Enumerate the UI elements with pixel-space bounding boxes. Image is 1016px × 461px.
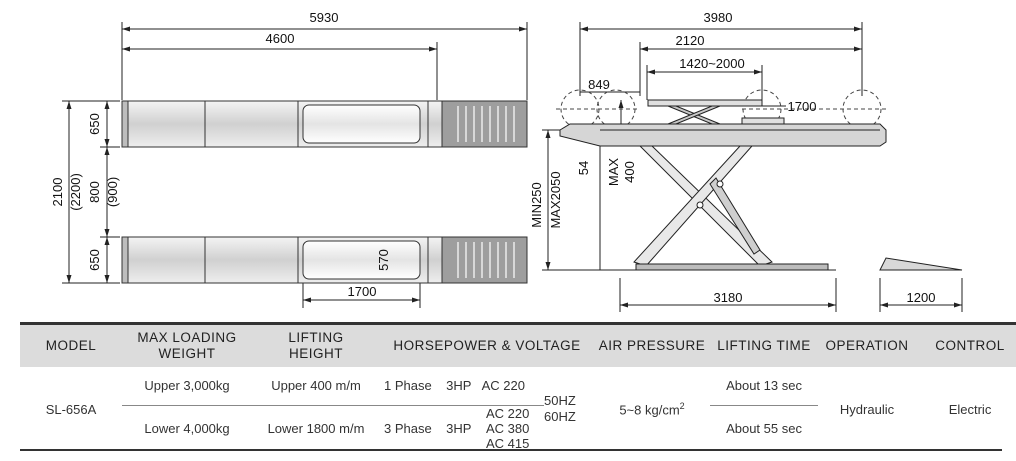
dim-side-total-length: 3980 [704, 10, 733, 25]
header-operation: OPERATION [818, 322, 917, 367]
cell-phase3: 3 Phase 3HP [380, 405, 486, 451]
air-pressure-value: 5~8 kg/cm [619, 402, 680, 418]
technical-drawing: 5930 4600 2100 (2200) 800 (900) 650 650 … [50, 10, 963, 312]
cell-control: Electric [948, 401, 992, 417]
freq-60hz: 60HZ [544, 409, 576, 424]
spec-row-upper: SL-656A Upper 3,000kg Upper 400 m/m 1 Ph… [20, 367, 1016, 424]
cell-upper-weight: Upper 3,000kg [122, 367, 252, 406]
dim-ramp-length: 1200 [907, 290, 936, 305]
dim-platform-width-bottom: 650 [87, 249, 102, 271]
side-platform [559, 99, 887, 271]
side-view-dimension-lines [547, 28, 862, 306]
phase1-hp: 3HP [446, 378, 472, 394]
ramp-arrows [880, 302, 962, 308]
header-model: MODEL [20, 322, 122, 367]
header-control: CONTROL [916, 322, 1016, 367]
upper-platform [121, 100, 528, 148]
header-air-pressure: AIR PRESSURE [594, 322, 711, 367]
dim-wheelbase: 1420~2000 [679, 56, 744, 71]
vehicle-wheels [556, 89, 886, 129]
dim-wheel-offset: 849 [588, 77, 610, 92]
lower-platform [121, 236, 528, 284]
dim-pad-length: 1700 [348, 284, 377, 299]
phase3-voltage-415: AC 415 [486, 435, 530, 451]
air-pressure-exponent: 2 [679, 400, 685, 411]
dim-gap: 800 [87, 181, 102, 203]
table-bottom-rule [20, 449, 1002, 451]
phase3-voltage-380: AC 380 [486, 420, 530, 436]
dim-width-total: 2100 [50, 178, 65, 207]
header-lifting-time: LIFTING TIME [710, 322, 819, 367]
cell-lower-weight: Lower 4,000kg [144, 420, 230, 436]
dim-platform-width-top: 650 [87, 113, 102, 135]
dim-total-length: 5930 [310, 10, 339, 25]
dim-base-length: 3180 [714, 290, 743, 305]
ramp-view [879, 257, 963, 312]
cell-phase3-voltages: AC 220 AC 380 AC 415 [486, 405, 544, 451]
freq-50hz: 50HZ [544, 393, 576, 408]
cell-frequency: 50HZ 60HZ [544, 367, 594, 451]
header-horsepower-voltage: HORSEPOWER & VOLTAGE [380, 322, 595, 367]
dim-max-height: MAX2050 [548, 171, 563, 228]
dim-gap-alt: (900) [105, 177, 120, 207]
phase3-voltage-220: AC 220 [486, 405, 530, 421]
dim-platform-length: 4600 [266, 31, 295, 46]
phase1-label: 1 Phase [384, 378, 432, 394]
cell-phase1: 1 Phase 3HP AC 220 [380, 367, 544, 406]
cell-operation: Hydraulic [839, 401, 895, 417]
spec-row-lower: Lower 4,000kg Lower 1800 m/m 3 Phase 3HP… [20, 405, 1016, 451]
phase1-voltage: AC 220 [481, 378, 525, 394]
dim-jack-height: 54 [576, 161, 591, 175]
dim-arm-span: 2120 [676, 33, 705, 48]
dim-pad-width: 570 [376, 249, 391, 271]
dim-width-total-alt: (2200) [68, 173, 83, 211]
cell-upper-height: Upper 400 m/m [252, 367, 380, 406]
dim-jack: 1700 [788, 99, 817, 114]
cell-lower-height: Lower 1800 m/m [267, 420, 365, 436]
dim-jack-max-value: 400 [622, 161, 637, 183]
cell-model: SL-656A [45, 401, 97, 417]
cell-lower-time: About 55 sec [726, 420, 802, 436]
dim-jack-max: MAX [606, 158, 621, 187]
phase3-label: 3 Phase [384, 420, 432, 436]
cell-air-pressure: 5~8 kg/cm2 [594, 367, 710, 451]
top-view-dimension-lines [68, 28, 527, 301]
cell-upper-time: About 13 sec [710, 367, 819, 406]
dim-min-height: MIN250 [529, 182, 544, 228]
phase3-hp: 3HP [446, 420, 472, 436]
ramp-grating [457, 106, 515, 278]
